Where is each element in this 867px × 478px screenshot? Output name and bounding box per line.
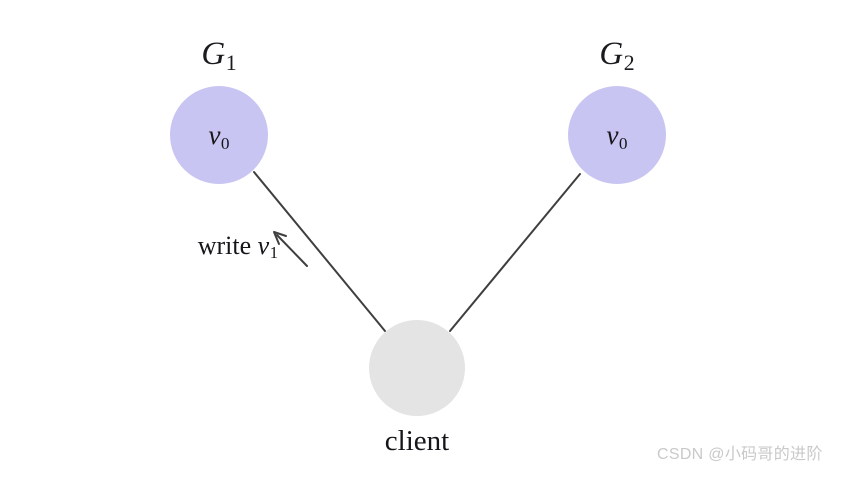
node-graph1-title-subscript: 1 [225,51,237,76]
node-graph2-value-base: v [606,120,619,150]
node-graph2-value-subscript: 0 [618,133,628,153]
node-graph1-value: v0 [169,122,269,152]
write-arrow-icon [273,231,308,267]
node-client-circle[interactable] [369,320,465,416]
node-client-caption: client [384,425,450,457]
node-graph1-title: G1 [167,38,271,75]
node-graph1-title-base: G [201,36,226,72]
watermark-text: CSDN @小码哥的进阶 [657,446,823,463]
node-graph2-title: G2 [565,38,669,75]
edge-client-to-graph1 [253,171,386,332]
node-graph1-value-subscript: 0 [220,133,230,153]
node-graph1-circle[interactable] [170,86,268,184]
edge-client-to-graph2 [449,173,581,332]
node-graph2-title-subscript: 2 [623,51,635,76]
node-graph2-title-base: G [599,36,624,72]
write-annotation-variable: v [257,231,270,260]
node-graph2-circle[interactable] [568,86,666,184]
node-graph2-value: v0 [567,122,667,152]
write-annotation-prefix: write [197,231,258,260]
write-annotation-subscript: 1 [269,243,278,263]
write-annotation-label: write v1 [128,233,278,262]
node-graph1-value-base: v [208,120,221,150]
